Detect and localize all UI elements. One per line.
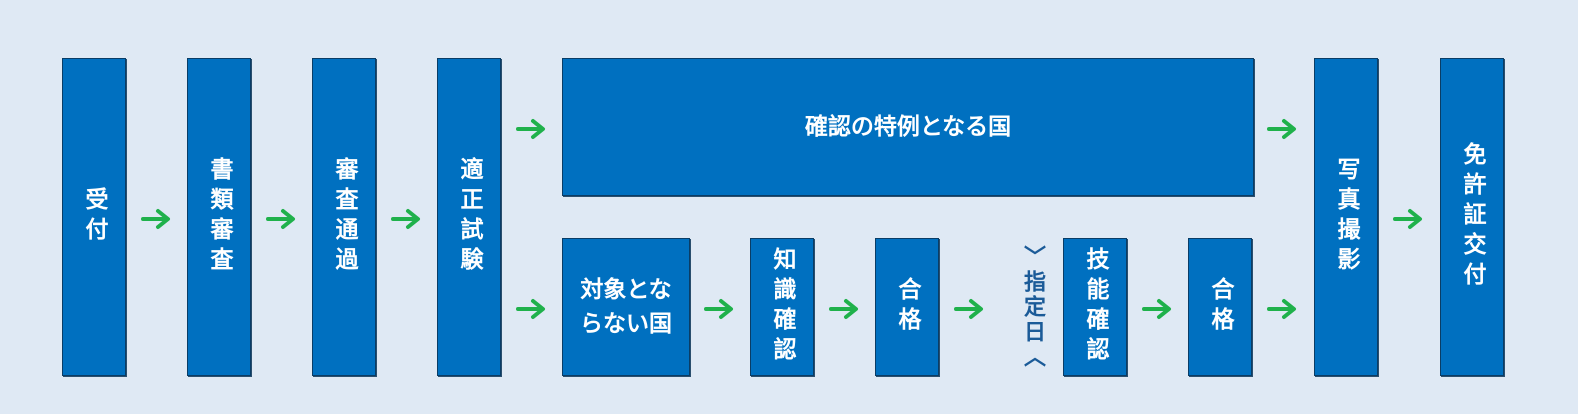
- step-skill-check: 技能確認: [1063, 238, 1127, 376]
- arrow-right-icon: [1267, 118, 1299, 140]
- arrow-right-icon: [141, 208, 173, 230]
- step-review-passed-label: 審査通過: [331, 157, 357, 277]
- arrow-right-icon: [704, 298, 736, 320]
- step-target-countries-label: 対象とな らない国: [576, 273, 676, 341]
- step-document-review: 書類審査: [187, 58, 251, 376]
- step-exempt-countries: 確認の特例となる国: [562, 58, 1254, 196]
- step-target-countries-line2: らない国: [580, 311, 672, 337]
- step-license-issue: 免許証交付: [1440, 58, 1504, 376]
- step-exempt-countries-label: 確認の特例となる国: [804, 114, 1012, 140]
- step-target-countries-line1: 対象とな: [580, 277, 672, 303]
- arrow-right-icon: [1142, 298, 1174, 320]
- arrow-right-icon: [829, 298, 861, 320]
- step-document-review-label: 書類審査: [206, 157, 232, 277]
- step-pass-1-label: 合格: [894, 277, 920, 337]
- step-photo: 写真撮影: [1314, 58, 1378, 376]
- step-review-passed: 審査通過: [312, 58, 376, 376]
- arrow-right-icon: [391, 208, 423, 230]
- step-pass-2: 合格: [1188, 238, 1252, 376]
- step-aptitude-test: 適正試験: [437, 58, 501, 376]
- arrow-right-icon: [516, 298, 548, 320]
- arrow-right-icon: [1267, 298, 1299, 320]
- step-target-countries: 対象とな らない国: [562, 238, 690, 376]
- arrow-right-icon: [516, 118, 548, 140]
- arrow-right-icon: [266, 208, 298, 230]
- arrow-right-icon: [954, 298, 986, 320]
- arrow-right-icon: [1393, 208, 1425, 230]
- step-license-issue-label: 免許証交付: [1459, 142, 1485, 292]
- step-pass-2-label: 合格: [1207, 277, 1233, 337]
- step-reception: 受付: [62, 58, 126, 376]
- step-aptitude-test-label: 適正試験: [456, 157, 482, 277]
- step-pass-1: 合格: [875, 238, 939, 376]
- step-skill-check-label: 技能確認: [1082, 247, 1108, 367]
- designated-date-label: 〉指定日〈: [1020, 244, 1045, 370]
- step-knowledge-check-label: 知識確認: [769, 247, 795, 367]
- step-reception-label: 受付: [81, 187, 107, 247]
- step-knowledge-check: 知識確認: [750, 238, 814, 376]
- step-photo-label: 写真撮影: [1333, 157, 1359, 277]
